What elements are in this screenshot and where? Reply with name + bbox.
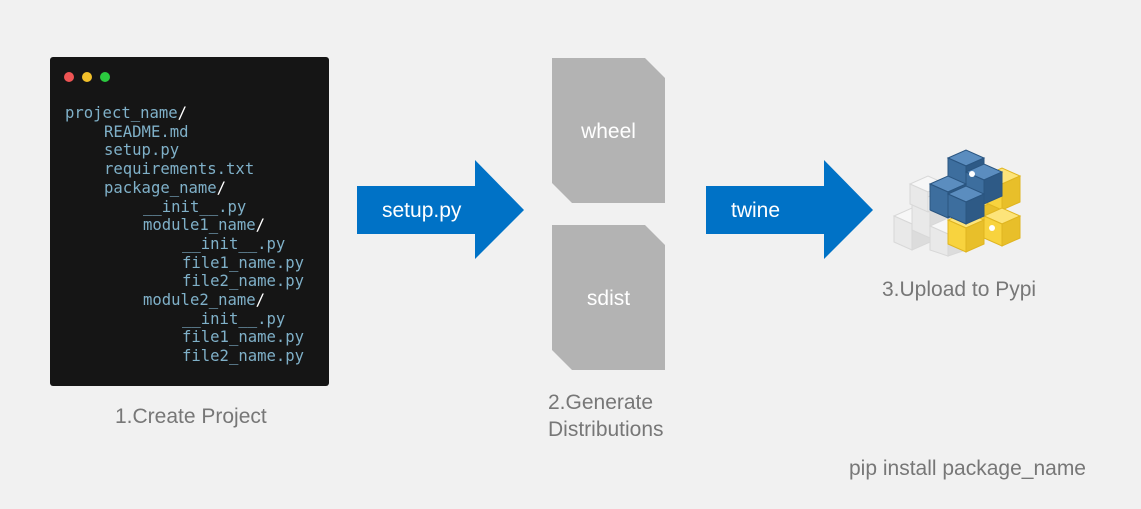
pypi-logo-icon [892,149,1022,257]
tree-item-name: file2_name.py [182,272,305,291]
twine-arrow [706,160,873,259]
tree-item-name: README.md [104,122,189,141]
window-close-dot-icon [64,72,74,82]
tree-item-name: __init__.py [182,234,286,253]
wheel-document-icon [552,58,665,203]
tree-item-name: package_name [104,178,217,197]
tree-item-name: file1_name.py [182,253,305,272]
tree-line: __init__.py [65,235,304,254]
tree-line: module1_name/ [65,216,304,235]
tree-item-name: file2_name.py [182,347,305,366]
tree-line: __init__.py [65,198,304,217]
step1-caption: 1.Create Project [115,405,267,428]
tree-line: project_name/ [65,104,304,123]
setup-py-arrow-label: setup.py [382,199,462,222]
tree-item-name: __init__.py [143,197,247,216]
wheel-label: wheel [581,120,636,143]
tree-line: file2_name.py [65,347,304,366]
tree-item-name: requirements.txt [104,160,255,179]
tree-item-name: module2_name [143,291,256,310]
window-minimize-dot-icon [82,72,92,82]
step2-caption-line2: Distributions [548,418,664,441]
twine-arrow-label: twine [731,199,781,222]
tree-line: README.md [65,123,304,142]
tree-line: __init__.py [65,310,304,329]
pip-install-command: pip install package_name [849,457,1086,480]
setup-py-arrow [357,160,524,259]
tree-line: package_name/ [65,179,304,198]
window-maximize-dot-icon [100,72,110,82]
step3-caption: 3.Upload to Pypi [882,278,1037,301]
tree-item-slash: / [216,178,227,197]
tree-item-name: file1_name.py [182,328,305,347]
tree-line: module2_name/ [65,291,304,310]
tree-line: file1_name.py [65,328,304,347]
tree-item-name: __init__.py [182,309,286,328]
tree-item-slash: / [255,291,266,310]
tree-line: file1_name.py [65,254,304,273]
tree-item-name: setup.py [104,141,180,160]
tree-item-slash: / [177,104,188,122]
tree-line: file2_name.py [65,272,304,291]
tree-line: setup.py [65,141,304,160]
tree-item-name: project_name [65,104,178,122]
sdist-label: sdist [586,287,631,310]
tree-item-slash: / [255,216,266,235]
step2-caption-line1: 2.Generate [548,391,654,414]
tree-line: requirements.txt [65,160,304,179]
sdist-document-icon [552,225,665,370]
tree-item-name: module1_name [143,216,256,235]
